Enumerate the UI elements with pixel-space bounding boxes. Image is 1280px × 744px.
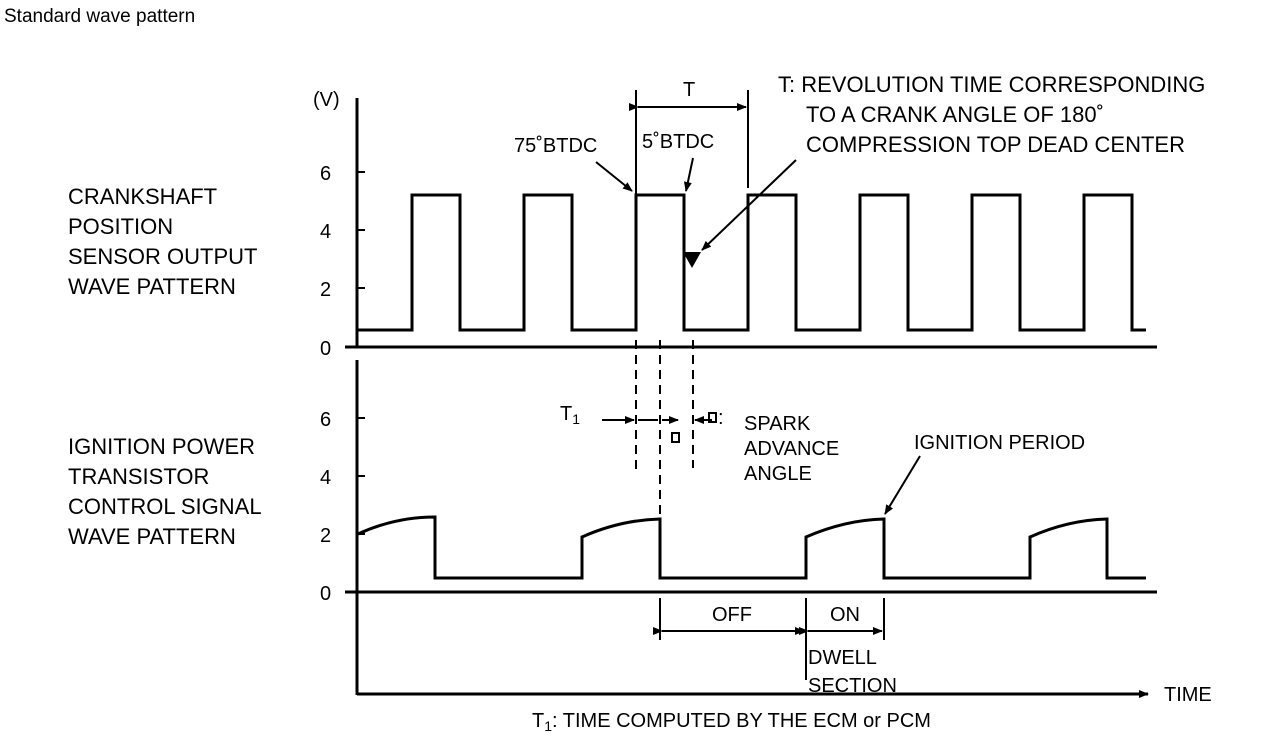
spark-note-line-2: ADVANCE bbox=[744, 438, 839, 460]
btdc-5-arrow bbox=[683, 157, 694, 192]
lower-tick-6: 6 bbox=[320, 409, 331, 431]
lower-tick-2: 2 bbox=[320, 525, 331, 547]
spark-note-line-3: ANGLE bbox=[744, 463, 812, 485]
spark-angle-symbol-icon bbox=[671, 432, 680, 443]
upper-tick-4: 4 bbox=[320, 221, 331, 243]
ignition-period-label: IGNITION PERIOD bbox=[914, 432, 1085, 454]
t1-footnote: T1: TIME COMPUTED BY THE ECM or PCM bbox=[532, 710, 931, 734]
crankshaft-label-line-1: CRANKSHAFT bbox=[68, 184, 217, 209]
ignition-period-arrow bbox=[884, 455, 921, 515]
spark-symbol-colon: : bbox=[718, 407, 724, 429]
ignition-label-line-1: IGNITION POWER bbox=[68, 434, 255, 459]
period-note-line-2: TO A CRANK ANGLE OF 180˚ bbox=[806, 102, 1104, 127]
btdc-5-label: 5˚BTDC bbox=[642, 131, 714, 153]
ignition-label-line-3: CONTROL SIGNAL bbox=[68, 494, 262, 519]
upper-tick-0: 0 bbox=[320, 338, 331, 360]
spark-legend-symbol-icon bbox=[708, 412, 717, 423]
crankshaft-square-wave bbox=[358, 193, 1146, 332]
voltage-unit-label: (V) bbox=[313, 89, 340, 111]
t1-label: T1 bbox=[560, 403, 580, 427]
time-axis-label: TIME bbox=[1164, 684, 1212, 706]
crankshaft-graph: (V) 6 4 2 0 CRANKSHAFT POSITION SENSOR O… bbox=[68, 72, 1205, 360]
guide-lines bbox=[635, 340, 694, 578]
t1-annotation: T1 : SPARK ADVANCE ANGLE bbox=[560, 403, 839, 485]
lower-tick-4: 4 bbox=[320, 467, 331, 489]
tdc-arrow bbox=[701, 159, 797, 251]
dwell-line-1: DWELL bbox=[808, 647, 877, 669]
btdc-75-arrow bbox=[595, 161, 633, 192]
on-label: ON bbox=[830, 604, 860, 626]
ignition-label-line-2: TRANSISTOR bbox=[68, 464, 209, 489]
page-title: Standard wave pattern bbox=[4, 6, 195, 27]
ignition-graph: 6 4 2 0 IGNITION POWER TRANSISTOR CONTRO… bbox=[68, 360, 1212, 706]
crankshaft-label-line-2: POSITION bbox=[68, 214, 173, 239]
upper-tick-6: 6 bbox=[320, 163, 331, 185]
spark-note-line-1: SPARK bbox=[744, 413, 811, 435]
ignition-label-line-4: WAVE PATTERN bbox=[68, 524, 236, 549]
tdc-triangle-icon bbox=[683, 252, 701, 268]
crankshaft-label-line-3: SENSOR OUTPUT bbox=[68, 244, 257, 269]
lower-tick-0: 0 bbox=[320, 583, 331, 605]
off-label: OFF bbox=[712, 604, 752, 626]
upper-tick-2: 2 bbox=[320, 279, 331, 301]
crankshaft-label-line-4: WAVE PATTERN bbox=[68, 274, 236, 299]
btdc-75-label: 75˚BTDC bbox=[514, 135, 597, 157]
period-note-line-3: COMPRESSION TOP DEAD CENTER bbox=[806, 132, 1185, 157]
dwell-line-2: SECTION bbox=[808, 675, 897, 697]
ignition-control-wave bbox=[357, 515, 1146, 580]
period-note-line-1: T: REVOLUTION TIME CORRESPONDING bbox=[778, 72, 1205, 97]
period-label: T bbox=[683, 79, 695, 101]
